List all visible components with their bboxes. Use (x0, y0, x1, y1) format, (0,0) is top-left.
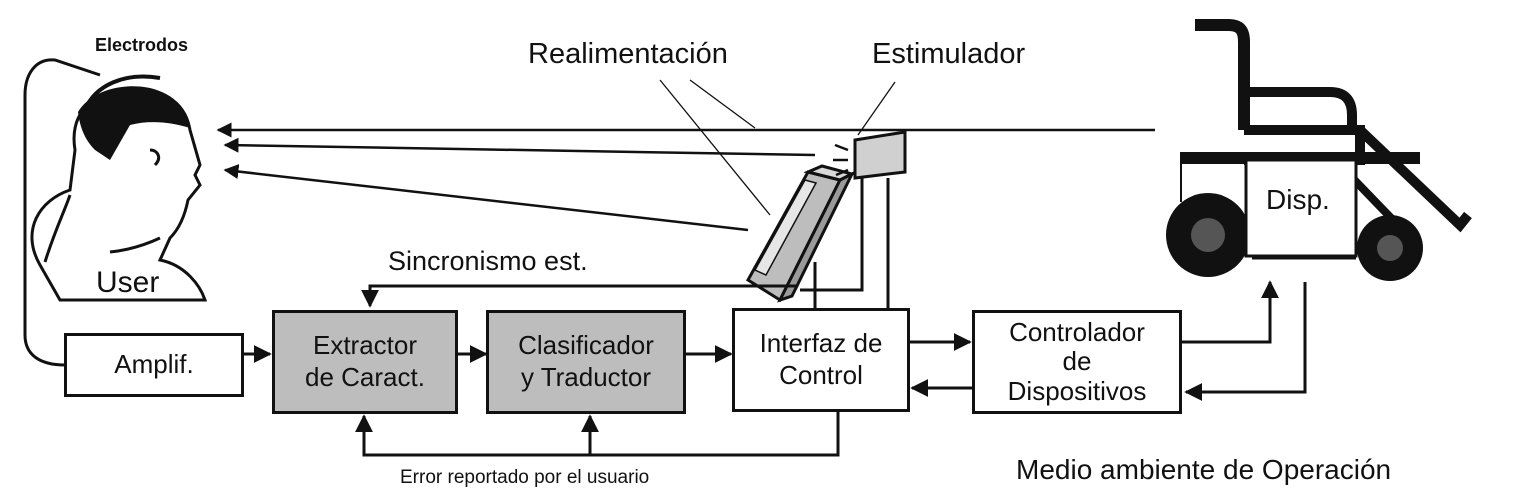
block-clasificador-line1: Clasificador (518, 330, 654, 361)
block-amplif: Amplif. (64, 333, 244, 397)
block-extractor: Extractor de Caract. (272, 310, 458, 414)
arrow-error-extractor (355, 410, 840, 457)
block-controlador-line1: Controlador (1009, 317, 1145, 348)
user-head-icon (30, 86, 208, 302)
arrow-wheelchair-controlador (1184, 282, 1307, 401)
block-amplif-label: Amplif. (114, 349, 194, 380)
electrode-cap (83, 74, 161, 111)
block-interfaz-line1: Interfaz de (759, 328, 883, 359)
stimulator-down-line (800, 178, 864, 292)
label-medio: Medio ambiente de Operación (1016, 454, 1392, 485)
stimulator-icon (833, 130, 907, 180)
feedback-arrow-display (223, 164, 749, 232)
block-interfaz: Interfaz de Control (732, 308, 910, 412)
realimentacion-leader-1 (659, 79, 771, 216)
label-user: User (96, 266, 160, 299)
block-extractor-line1: Extractor (312, 330, 418, 361)
block-controlador-line2: de (1062, 346, 1092, 377)
electrode-cable (23, 58, 101, 367)
block-interfaz-line2: Control (779, 360, 863, 390)
label-estimulador: Estimulador (872, 38, 1026, 70)
block-clasificador-line2: y Traductor (520, 362, 652, 392)
label-sincronismo: Sincronismo est. (388, 246, 588, 276)
block-extractor-line2: de Caract. (305, 362, 425, 392)
feedback-arrow-stimulator (223, 137, 816, 157)
block-clasificador: Clasificador y Traductor (486, 310, 686, 414)
label-electrodos: Electrodos (95, 35, 189, 55)
label-error: Error reportado por el usuario (400, 467, 650, 488)
estimulador-leader (857, 81, 896, 136)
label-disp: Disp. (1266, 184, 1330, 215)
arrow-controlador-wheelchair (1180, 280, 1279, 344)
wheelchair-icon (1166, 19, 1472, 281)
block-controlador: Controlador de Dispositivos (972, 310, 1182, 414)
feedback-display-icon (745, 164, 857, 303)
realimentacion-leader-2 (689, 79, 756, 129)
block-controlador-line3: Dispositivos (1007, 375, 1147, 406)
label-realimentacion: Realimentación (528, 38, 728, 70)
arrow-sincronismo (361, 284, 798, 308)
